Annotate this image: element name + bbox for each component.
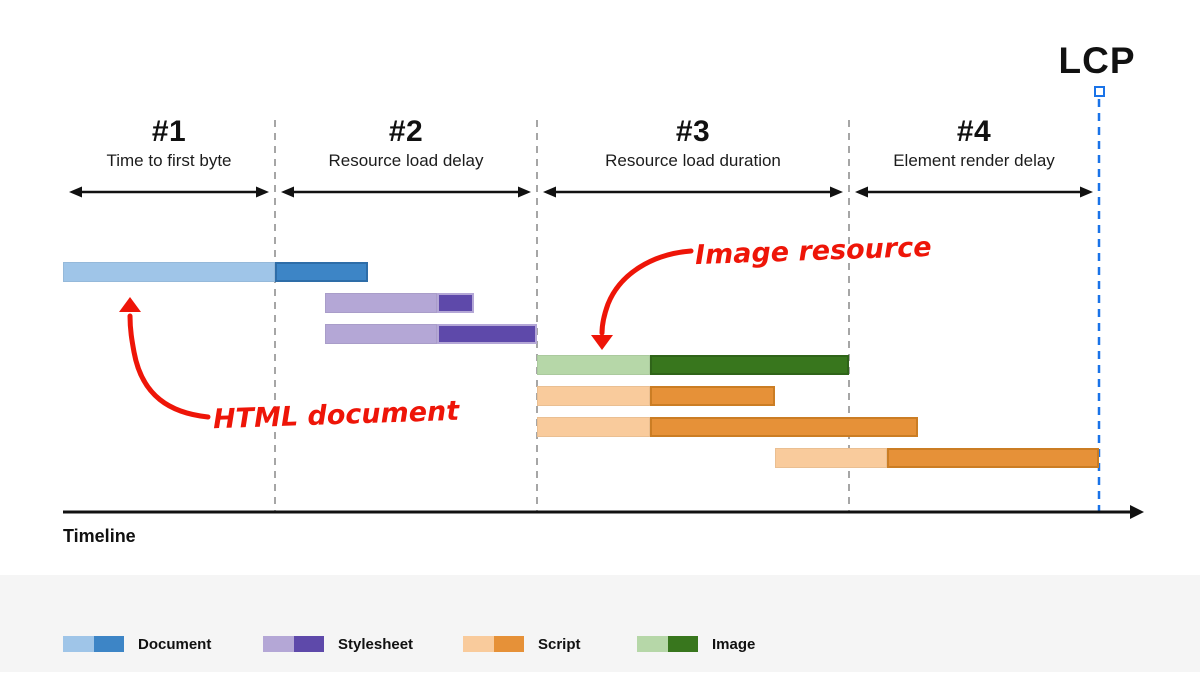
lcp-marker-icon: [1094, 86, 1105, 97]
legend-swatch-document-dark: [94, 636, 124, 652]
bar-segment-image-light: [537, 355, 650, 375]
phase-4-number: #4: [956, 115, 992, 148]
phase-1-name: Time to first byte: [106, 151, 232, 170]
phase-1-number: #1: [151, 115, 187, 148]
gantt-bar-image: [537, 355, 849, 375]
phase-4-name: Element render delay: [893, 151, 1055, 170]
bar-segment-script-light: [775, 448, 887, 468]
arrow-right-head-icon: [830, 186, 843, 198]
phase-3-number: #3: [675, 115, 711, 148]
arrow-left-head-icon: [69, 186, 82, 198]
bar-segment-script-dark: [887, 448, 1099, 468]
arrow-left-head-icon: [543, 186, 556, 198]
timeline-axis-label: Timeline: [63, 526, 136, 546]
annotation-text-image-resource: Image resource: [694, 231, 932, 272]
bar-segment-script-dark: [650, 386, 775, 406]
gantt-bar-script: [775, 448, 1099, 468]
legend-swatch-document-light: [63, 636, 94, 652]
bar-segment-document-dark: [275, 262, 368, 282]
legend-swatch-image-light: [637, 636, 668, 652]
annotation-arrowhead-image-resource-icon: [591, 335, 613, 350]
legend-item-stylesheet: Stylesheet: [263, 635, 414, 653]
bar-segment-script-light: [537, 386, 650, 406]
legend-swatch-document: [63, 636, 124, 652]
legend-item-label: Image: [712, 635, 756, 653]
lcp-label: LCP: [1058, 40, 1136, 81]
legend-swatch-image-dark: [668, 636, 698, 652]
bar-segment-script-light: [537, 417, 650, 437]
legend-item-document: Document: [63, 635, 212, 653]
bar-segment-document-light: [63, 262, 275, 282]
annotation-arrow-image-resource: [599, 248, 694, 336]
legend-item-label: Stylesheet: [338, 635, 414, 653]
bar-segment-stylesheet-light: [325, 324, 437, 344]
legend-swatch-script: [463, 636, 524, 652]
gantt-bar-script: [537, 417, 918, 437]
annotation-arrow-html-document: [127, 313, 211, 420]
gantt-bar-document: [63, 262, 368, 282]
bar-segment-stylesheet-dark: [437, 324, 537, 344]
phase-2-name: Resource load delay: [328, 151, 484, 170]
bar-segment-image-dark: [650, 355, 849, 375]
legend: [0, 575, 1200, 672]
legend-swatch-stylesheet: [263, 636, 324, 652]
gantt-bar-script: [537, 386, 775, 406]
phase-2-number: #2: [388, 115, 424, 148]
arrow-left-head-icon: [281, 186, 294, 198]
timeline-axis-arrowhead-icon: [1130, 505, 1144, 519]
legend-item-label: Document: [138, 635, 212, 653]
legend-item-label: Script: [538, 635, 581, 653]
arrow-left-head-icon: [855, 186, 868, 198]
annotation-arrowhead-html-document-icon: [119, 297, 141, 312]
legend-item-image: Image: [637, 635, 756, 653]
bar-segment-stylesheet-dark: [437, 293, 474, 313]
legend-swatch-script-light: [463, 636, 494, 652]
arrow-right-head-icon: [1080, 186, 1093, 198]
legend-swatch-stylesheet-dark: [294, 636, 324, 652]
annotation-text-html-document: HTML document: [212, 395, 460, 436]
phase-3-name: Resource load duration: [605, 151, 781, 170]
legend-swatch-script-dark: [494, 636, 524, 652]
legend-swatch-image: [637, 636, 698, 652]
bar-segment-stylesheet-light: [325, 293, 437, 313]
legend-swatch-stylesheet-light: [263, 636, 294, 652]
gantt-bar-stylesheet: [325, 324, 537, 344]
arrow-right-head-icon: [256, 186, 269, 198]
gantt-bar-stylesheet: [325, 293, 474, 313]
legend-item-script: Script: [463, 635, 581, 653]
arrow-right-head-icon: [518, 186, 531, 198]
bar-segment-script-dark: [650, 417, 918, 437]
